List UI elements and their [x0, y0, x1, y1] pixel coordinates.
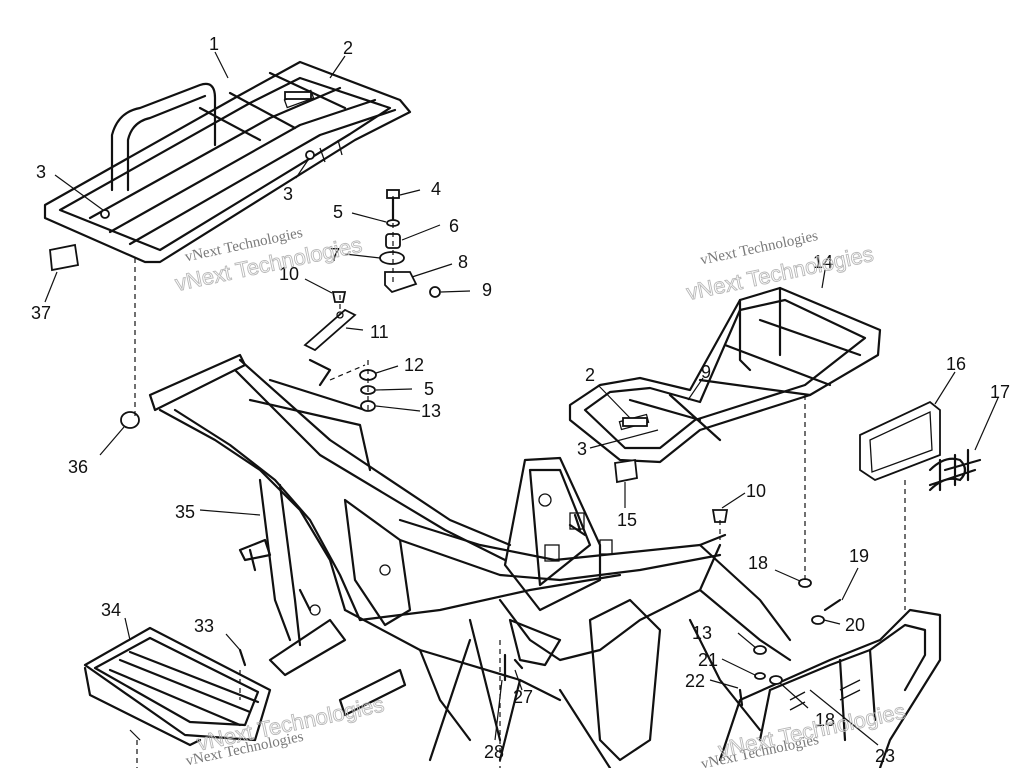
callout-4: 4: [431, 179, 441, 199]
callout-2: 2: [343, 38, 353, 58]
callout-20: 20: [845, 615, 865, 635]
callout-13: 13: [421, 401, 441, 421]
main-frame: [148, 353, 792, 768]
callout-7: 7: [330, 245, 340, 265]
assembly-lines: [134, 196, 906, 768]
callout-5: 5: [424, 379, 434, 399]
callout-9: 9: [482, 280, 492, 300]
bracket-17: [928, 448, 982, 492]
rear-rack: [568, 286, 882, 464]
callout-6: 6: [449, 216, 459, 236]
callout-1: 1: [209, 34, 219, 54]
callout-11: 11: [370, 322, 389, 342]
callout-labels: 1 2 3 3 4 5 6 7 8 9 10 11 12 5 13 37 36 …: [31, 34, 1010, 766]
callout-21: 21: [698, 650, 718, 670]
callout-8: 8: [458, 252, 468, 272]
callout-35: 35: [175, 502, 195, 522]
callout-10: 10: [746, 481, 766, 501]
callout-2: 2: [585, 365, 595, 385]
callout-36: 36: [68, 457, 88, 477]
callout-15: 15: [617, 510, 637, 530]
callout-34: 34: [101, 600, 121, 620]
leader-lines: [44, 51, 999, 746]
callout-33: 33: [194, 616, 214, 636]
callout-22: 22: [685, 671, 705, 691]
callout-10: 10: [279, 264, 299, 284]
callout-3: 3: [577, 439, 587, 459]
callout-18: 18: [748, 553, 768, 573]
callout-3: 3: [36, 162, 46, 182]
callout-9: 9: [701, 362, 711, 382]
callout-19: 19: [849, 546, 869, 566]
tail-light-16: [859, 400, 941, 482]
callout-5: 5: [333, 202, 343, 222]
callout-12: 12: [404, 355, 424, 375]
callout-27: 27: [513, 687, 533, 707]
callout-13: 13: [692, 623, 712, 643]
callout-28: 28: [484, 742, 504, 762]
callout-3: 3: [283, 184, 293, 204]
callout-17: 17: [990, 382, 1010, 402]
hardware: [49, 91, 842, 707]
callout-18: 18: [815, 710, 835, 730]
callout-23: 23: [875, 746, 895, 766]
rear-bumper: [718, 608, 942, 768]
callout-37: 37: [31, 303, 51, 323]
front-rack: [43, 60, 412, 264]
callout-16: 16: [946, 354, 966, 374]
foot-rest-34: [83, 626, 272, 747]
callout-14: 14: [813, 252, 833, 272]
